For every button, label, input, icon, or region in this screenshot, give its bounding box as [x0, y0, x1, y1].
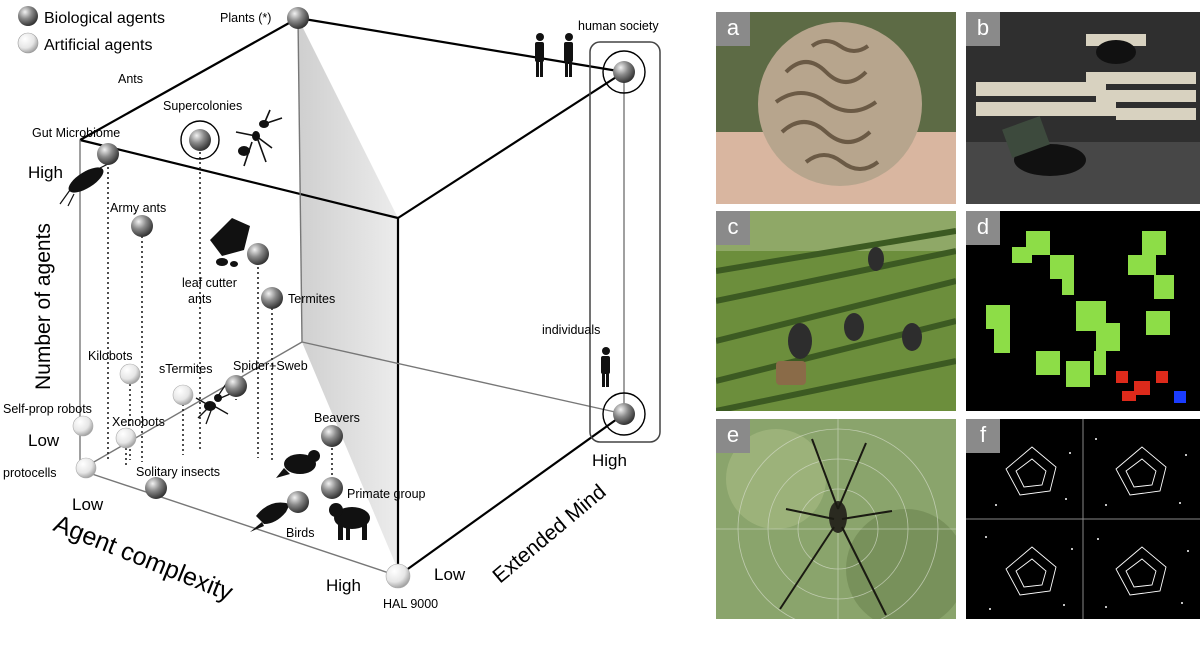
primate-silhouette — [329, 503, 370, 540]
panel-a-nest-illustration — [716, 12, 956, 204]
y-high-label: High — [28, 163, 63, 182]
label-leaf-cutter-2: ants — [188, 292, 212, 306]
x-low-label: Low — [72, 495, 104, 514]
primate-group-sphere — [321, 477, 343, 499]
label-army-ants: Army ants — [110, 201, 166, 215]
protocells-sphere — [75, 457, 97, 479]
microbe-silhouette — [59, 161, 113, 207]
human-society-ring — [602, 50, 646, 94]
label-supercolonies: Supercolonies — [163, 99, 242, 113]
label-ants: Ants — [118, 72, 143, 86]
panel-a-letter: a — [716, 12, 750, 46]
hal9000-sphere — [385, 563, 411, 589]
panel-d: d — [966, 211, 1200, 411]
y-axis-label: Number of agents — [32, 223, 55, 390]
bird-silhouette — [250, 502, 290, 532]
individuals-sphere — [613, 403, 635, 425]
leafcutter-ant-silhouette — [210, 218, 250, 267]
panel-c: c — [716, 211, 956, 411]
supercolonies-ring — [180, 120, 220, 160]
legend-bio-sphere — [18, 6, 38, 26]
xenobots-sphere — [115, 427, 137, 449]
self-prop-robots-sphere — [72, 415, 94, 437]
label-self-prop-robots: Self-prop robots — [3, 402, 92, 416]
shaded-plane — [298, 18, 398, 570]
human-society-bracket — [589, 41, 661, 443]
ant-silhouette — [235, 109, 283, 167]
panel-e: e — [716, 419, 956, 619]
z-axis-label: Extended Mind — [488, 480, 610, 588]
cube-back-edges — [79, 17, 625, 577]
army-ants-sphere — [131, 215, 153, 237]
kilobots-sphere — [119, 363, 141, 385]
x-high-label: High — [326, 576, 361, 595]
legend-artificial: Artificial agents — [44, 37, 153, 54]
label-leaf-cutter-1: leaf cutter — [182, 276, 237, 290]
panel-b-letter: b — [966, 12, 1000, 46]
cube-edges — [79, 16, 625, 577]
beavers-sphere — [321, 425, 343, 447]
panel-a: a — [716, 12, 956, 204]
label-gut-microbiome: Gut Microbiome — [32, 126, 120, 140]
label-birds: Birds — [286, 526, 314, 540]
label-plants: Plants (*) — [220, 11, 271, 25]
plants-sphere — [287, 7, 309, 29]
supercolonies-sphere — [189, 129, 211, 151]
solitary-insects-sphere — [145, 477, 167, 499]
label-kilobots: Kilobots — [88, 349, 132, 363]
panel-e-spider-illustration — [716, 419, 956, 619]
label-termites: Termites — [288, 292, 335, 306]
agent-spheres — [72, 7, 635, 589]
panel-b-robots-illustration — [966, 12, 1200, 204]
z-low-label: Low — [434, 565, 466, 584]
individuals-ring — [602, 392, 646, 436]
panel-c-letter: c — [716, 211, 750, 245]
label-stermites: sTermites — [159, 362, 212, 376]
panel-f: f — [966, 419, 1200, 619]
label-protocells: protocells — [3, 466, 57, 480]
termites-sphere — [261, 287, 283, 309]
label-primate-group: Primate group — [347, 487, 426, 501]
y-low-label: Low — [28, 431, 60, 450]
birds-sphere — [287, 491, 309, 513]
stermites-sphere — [172, 384, 194, 406]
x-axis-label: Agent complexity — [50, 510, 237, 607]
human-society-silhouette — [535, 33, 573, 77]
gut-microbiome-sphere — [97, 143, 119, 165]
legend-biological: Biological agents — [44, 10, 165, 27]
silhouettes — [59, 33, 610, 540]
panel-c-farm-illustration — [716, 211, 956, 411]
panel-e-letter: e — [716, 419, 750, 453]
label-individuals: individuals — [542, 323, 600, 337]
legend-art-sphere — [17, 32, 39, 54]
panel-b: b — [966, 12, 1200, 204]
label-beavers: Beavers — [314, 411, 360, 425]
individual-silhouette — [601, 347, 610, 387]
label-solitary-insects: Solitary insects — [136, 465, 220, 479]
spider-web-sphere — [225, 375, 247, 397]
label-spider-web: Spider+Sweb — [233, 359, 308, 373]
beaver-silhouette — [276, 450, 320, 478]
leaf-cutter-ants-sphere — [247, 243, 269, 265]
panel-f-webs-illustration — [966, 419, 1200, 619]
label-xenobots: Xenobots — [112, 415, 165, 429]
human-society-sphere — [613, 61, 635, 83]
panel-f-letter: f — [966, 419, 1000, 453]
spider-silhouette — [195, 383, 231, 425]
label-hal9000: HAL 9000 — [383, 597, 438, 611]
panel-d-grid-illustration — [966, 211, 1200, 411]
label-human-society: human society — [578, 19, 659, 33]
z-high-label: High — [592, 451, 627, 470]
panel-d-letter: d — [966, 211, 1000, 245]
